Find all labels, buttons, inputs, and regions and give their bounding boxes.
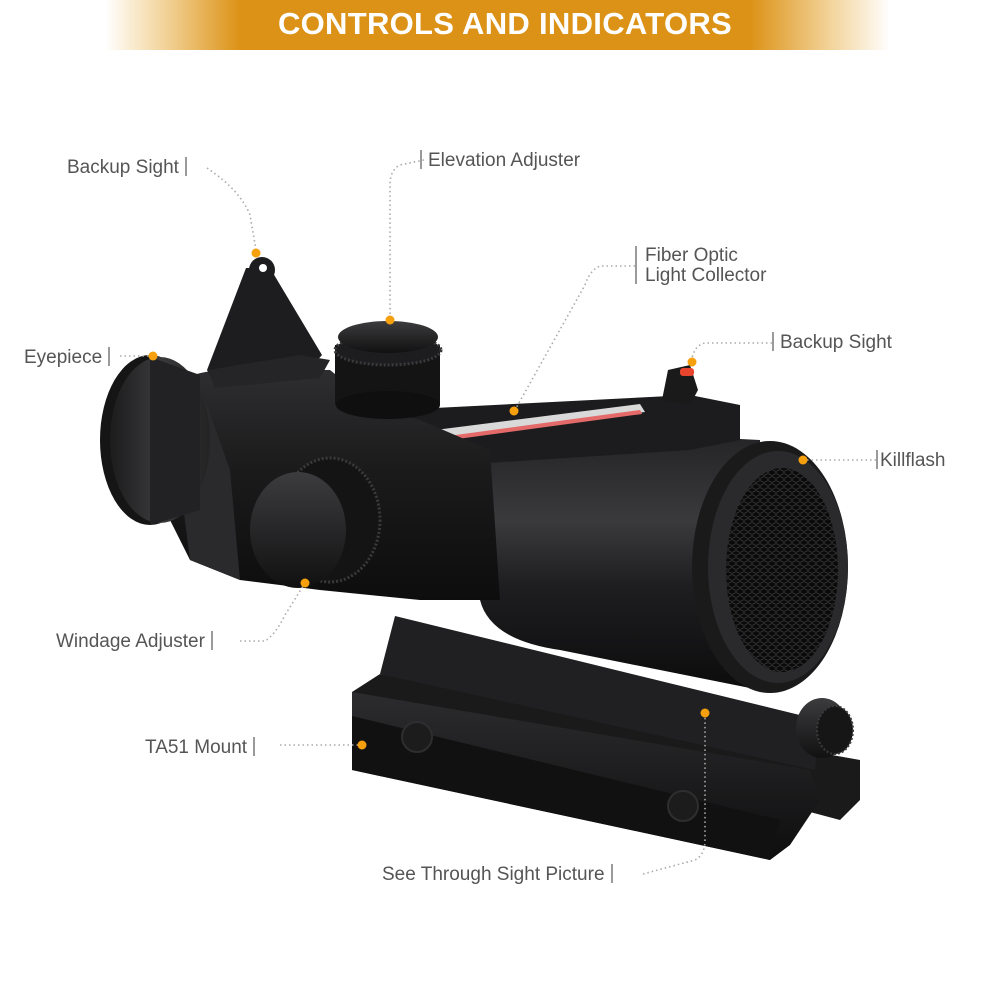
callout-backup-sight-front: Backup Sight (772, 332, 892, 353)
callout-label: Backup Sight (780, 332, 892, 353)
dot-killflash (798, 455, 808, 465)
title-banner: CONTROLS AND INDICATORS (0, 0, 990, 50)
callout-ta51-mount: TA51 Mount (145, 737, 256, 758)
objective-tube-shape (480, 430, 848, 693)
leader-lines (120, 159, 876, 875)
callout-label: Backup Sight (67, 157, 179, 178)
callout-bar (876, 450, 878, 469)
anchor-dots (148, 248, 808, 750)
callout-label: See Through Sight Picture (382, 864, 605, 885)
eyepiece-shape (100, 355, 210, 525)
callout-eyepiece: Eyepiece (24, 347, 111, 368)
callout-see-through-sight-picture: See Through Sight Picture (382, 864, 613, 885)
dot-backup-sight-front (687, 357, 697, 367)
callout-bar (253, 737, 256, 756)
callout-label: Killflash (880, 450, 946, 471)
callout-bar (210, 631, 213, 650)
dot-windage (300, 578, 310, 588)
callout-label: Windage Adjuster (56, 631, 205, 652)
callout-windage-adjuster: Windage Adjuster (56, 631, 213, 652)
callout-label-line2: Light Collector (645, 265, 767, 286)
dot-eyepiece (148, 351, 158, 361)
callout-killflash: Killflash (876, 450, 945, 471)
callout-label: Elevation Adjuster (428, 150, 581, 171)
banner-title: CONTROLS AND INDICATORS (277, 6, 733, 41)
elevation-knob-shape (333, 321, 443, 419)
callout-elevation-adjuster: Elevation Adjuster (420, 150, 580, 171)
dot-fiber-optic (509, 406, 519, 416)
rear-backup-sight-shape (207, 257, 330, 388)
windage-knob-shape (250, 456, 382, 588)
callout-bar (108, 347, 111, 366)
callout-fiber-optic: Fiber Optic Light Collector (635, 246, 766, 286)
callout-label-line1: Fiber Optic (645, 245, 738, 266)
callout-bar (610, 864, 613, 883)
callout-label: TA51 Mount (145, 737, 248, 758)
dot-elevation (385, 315, 395, 325)
ta51-mount-shape (352, 616, 860, 860)
callout-bar (184, 157, 187, 176)
callout-bar (420, 150, 422, 169)
callout-backup-sight-rear: Backup Sight (67, 157, 187, 178)
callout-label: Eyepiece (24, 347, 103, 368)
dot-ta51-mount (357, 740, 367, 750)
callout-bar (635, 246, 637, 284)
callout-bar (772, 332, 774, 351)
dot-see-through (700, 708, 710, 718)
dot-backup-sight-rear (251, 248, 261, 258)
